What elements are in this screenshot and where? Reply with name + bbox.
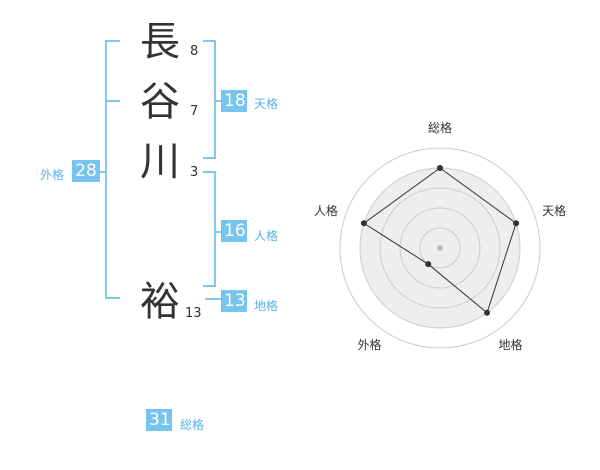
gaikaku-connector [98, 171, 106, 173]
radar-polygon [363, 167, 517, 314]
tenkaku-bracket-top [203, 40, 215, 42]
gaikaku-bracket-top [105, 40, 120, 42]
stroke-count-3: 3 [190, 165, 199, 180]
tenkaku-bracket-vertical [214, 40, 216, 159]
name-char-2: 谷 [140, 79, 180, 125]
radar-ring [339, 147, 541, 349]
jinkaku-bracket-bottom [203, 285, 215, 287]
tenkaku-bracket-bottom [203, 157, 215, 159]
radar-axis-label-2: 天格 [542, 203, 566, 218]
chikaku-connector [205, 298, 222, 300]
radar-ring [379, 187, 501, 309]
gaikaku-bracket-bottom [105, 297, 120, 299]
jinkaku-bracket-vertical [214, 171, 216, 287]
jinkaku-bracket-top [203, 171, 215, 173]
radar-axis-label-3: 地格 [499, 337, 523, 352]
radar-axis-label-4: 外格 [357, 337, 381, 352]
radar-axis-label-5: 人格 [314, 203, 338, 218]
radar-point-2 [513, 220, 520, 227]
tenkaku-connector [214, 100, 222, 102]
stroke-count-4: 13 [185, 306, 202, 321]
radar-point-4 [425, 261, 432, 268]
soukaku-label: 総格 [180, 418, 205, 432]
stroke-count-2: 7 [190, 104, 199, 119]
radar-point-5 [360, 220, 367, 227]
gaikaku-bracket-vertical [105, 40, 107, 299]
soukaku-badge: 31 [146, 409, 172, 431]
tenkaku-badge: 18 [221, 90, 247, 112]
stroke-count-1: 8 [190, 44, 199, 59]
radar-ring [419, 227, 461, 269]
radar-center-dot [437, 245, 443, 251]
name-char-1: 長 [140, 19, 180, 65]
chikaku-badge: 13 [221, 290, 247, 312]
gaikaku-badge: 28 [72, 160, 100, 182]
name-char-4: 裕 [140, 279, 180, 325]
jinkaku-label: 人格 [254, 229, 279, 243]
name-char-3: 川 [140, 139, 180, 185]
gaikaku-bracket-mid [105, 100, 120, 102]
radar-point-3 [484, 309, 491, 316]
tenkaku-label: 天格 [254, 97, 279, 111]
jinkaku-badge: 16 [221, 220, 247, 242]
chikaku-label: 地格 [254, 299, 279, 313]
radar-axis-label-1: 総格 [428, 120, 452, 135]
radar-ring [399, 207, 481, 289]
gaikaku-label: 外格 [40, 168, 65, 182]
jinkaku-connector [214, 231, 222, 233]
radar-point-1 [437, 165, 443, 171]
